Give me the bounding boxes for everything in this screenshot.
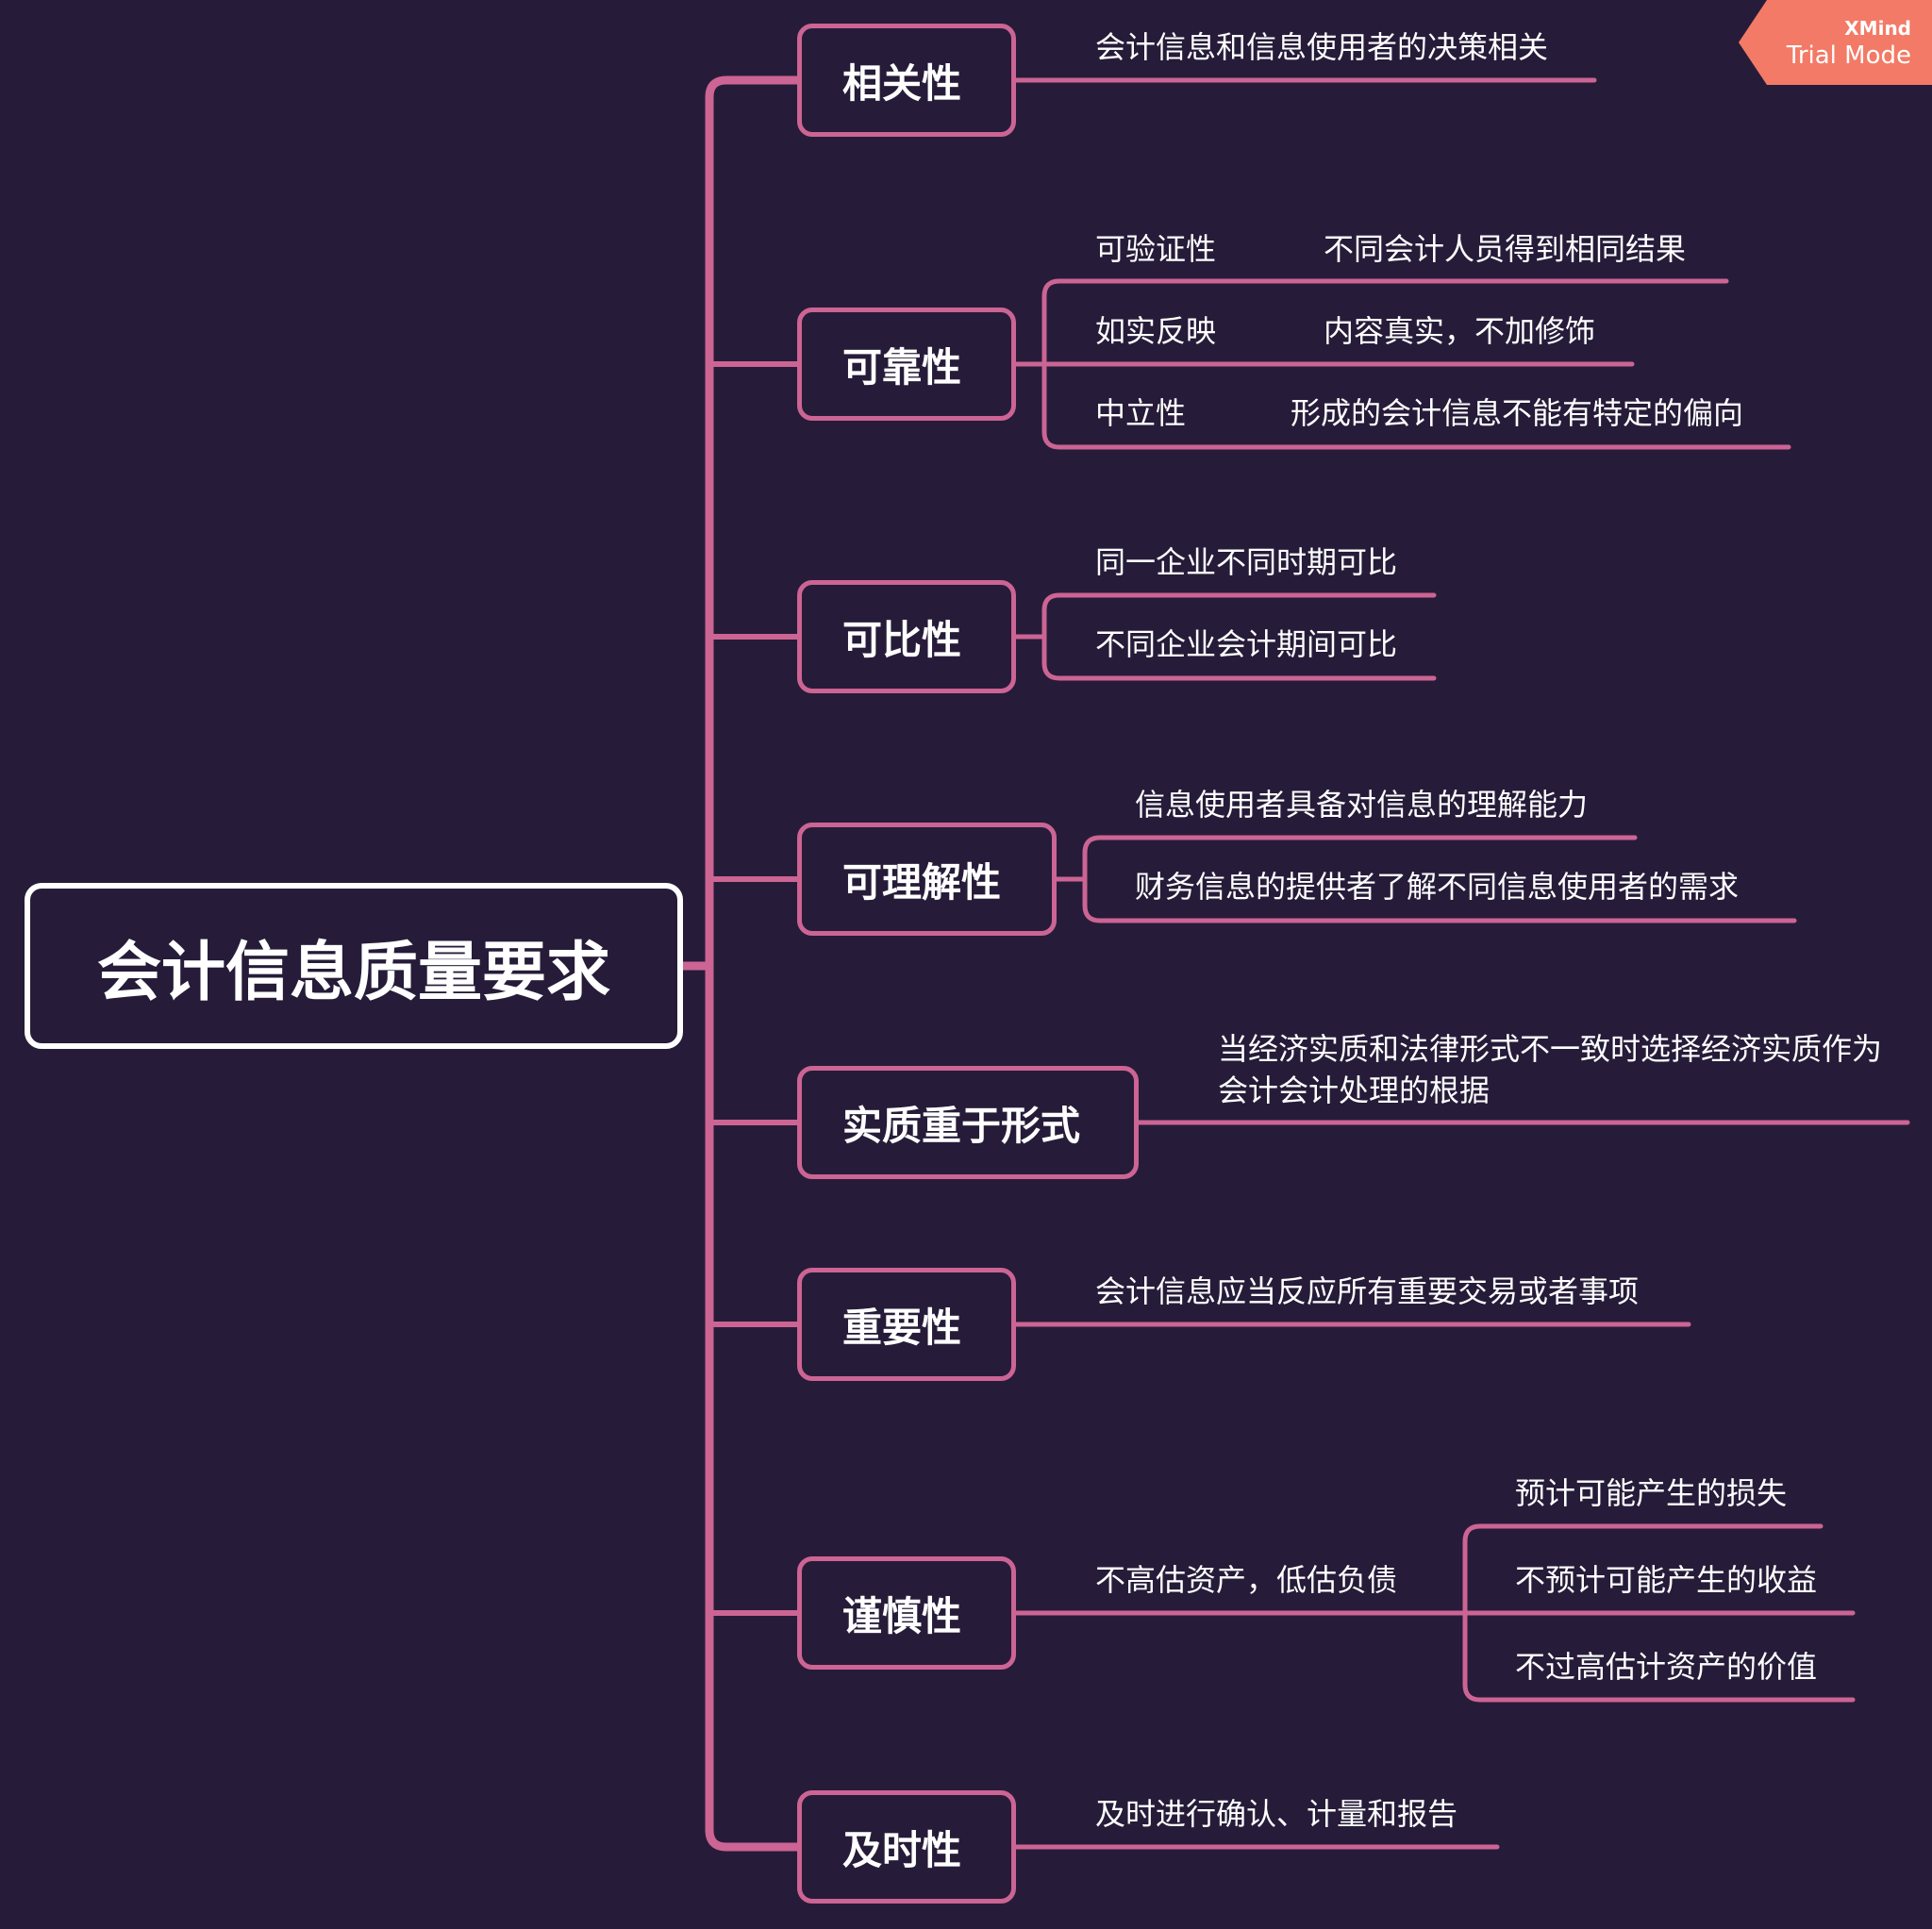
topic-relevance[interactable]: 相关性 — [797, 24, 1016, 137]
substance-over-form-detail[interactable]: 当经济实质和法律形式不一致时选择经济实质作为会计会计处理的根据 — [1218, 1031, 1883, 1108]
topic-prudence[interactable]: 谨慎性 — [797, 1556, 1016, 1670]
understandability-detail-1[interactable]: 信息使用者具备对信息的理解能力 — [1135, 787, 1589, 823]
prudence-detail-2[interactable]: 不预计可能产生的收益 — [1515, 1562, 1818, 1598]
badge-brand: XMind — [1844, 17, 1911, 40]
badge-mode: Trial Mode — [1786, 42, 1911, 70]
comparability-detail-1[interactable]: 同一企业不同时期可比 — [1095, 544, 1398, 580]
relevance-detail[interactable]: 会计信息和信息使用者的决策相关 — [1095, 29, 1549, 65]
faithful-representation-label[interactable]: 如实反映 — [1095, 313, 1217, 349]
topic-substance-over-form[interactable]: 实质重于形式 — [797, 1066, 1139, 1179]
badge-background — [1739, 0, 1932, 85]
topic-understandability[interactable]: 可理解性 — [797, 823, 1057, 936]
understandability-detail-2[interactable]: 财务信息的提供者了解不同信息使用者的需求 — [1135, 869, 1740, 905]
verifiability-label[interactable]: 可验证性 — [1095, 231, 1217, 267]
neutrality-detail[interactable]: 形成的会计信息不能有特定的偏向 — [1291, 395, 1744, 431]
faithful-representation-detail[interactable]: 内容真实，不加修饰 — [1324, 313, 1596, 349]
prudence-detail-3[interactable]: 不过高估计资产的价值 — [1515, 1649, 1818, 1685]
topic-timeliness[interactable]: 及时性 — [797, 1790, 1016, 1904]
neutrality-label[interactable]: 中立性 — [1095, 395, 1187, 431]
comparability-detail-2[interactable]: 不同企业会计期间可比 — [1095, 626, 1398, 662]
topic-comparability[interactable]: 可比性 — [797, 580, 1016, 693]
materiality-detail[interactable]: 会计信息应当反应所有重要交易或者事项 — [1095, 1273, 1640, 1309]
prudence-detail-1[interactable]: 预计可能产生的损失 — [1515, 1475, 1788, 1511]
topic-materiality[interactable]: 重要性 — [797, 1268, 1016, 1381]
verifiability-detail[interactable]: 不同会计人员得到相同结果 — [1324, 231, 1687, 267]
timeliness-detail[interactable]: 及时进行确认、计量和报告 — [1095, 1796, 1458, 1832]
topic-reliability[interactable]: 可靠性 — [797, 308, 1016, 421]
root-topic[interactable]: 会计信息质量要求 — [25, 883, 683, 1049]
trial-mode-badge[interactable]: XMind Trial Mode — [1739, 0, 1932, 85]
prudence-subtopic[interactable]: 不高估资产，低估负债 — [1095, 1562, 1398, 1598]
